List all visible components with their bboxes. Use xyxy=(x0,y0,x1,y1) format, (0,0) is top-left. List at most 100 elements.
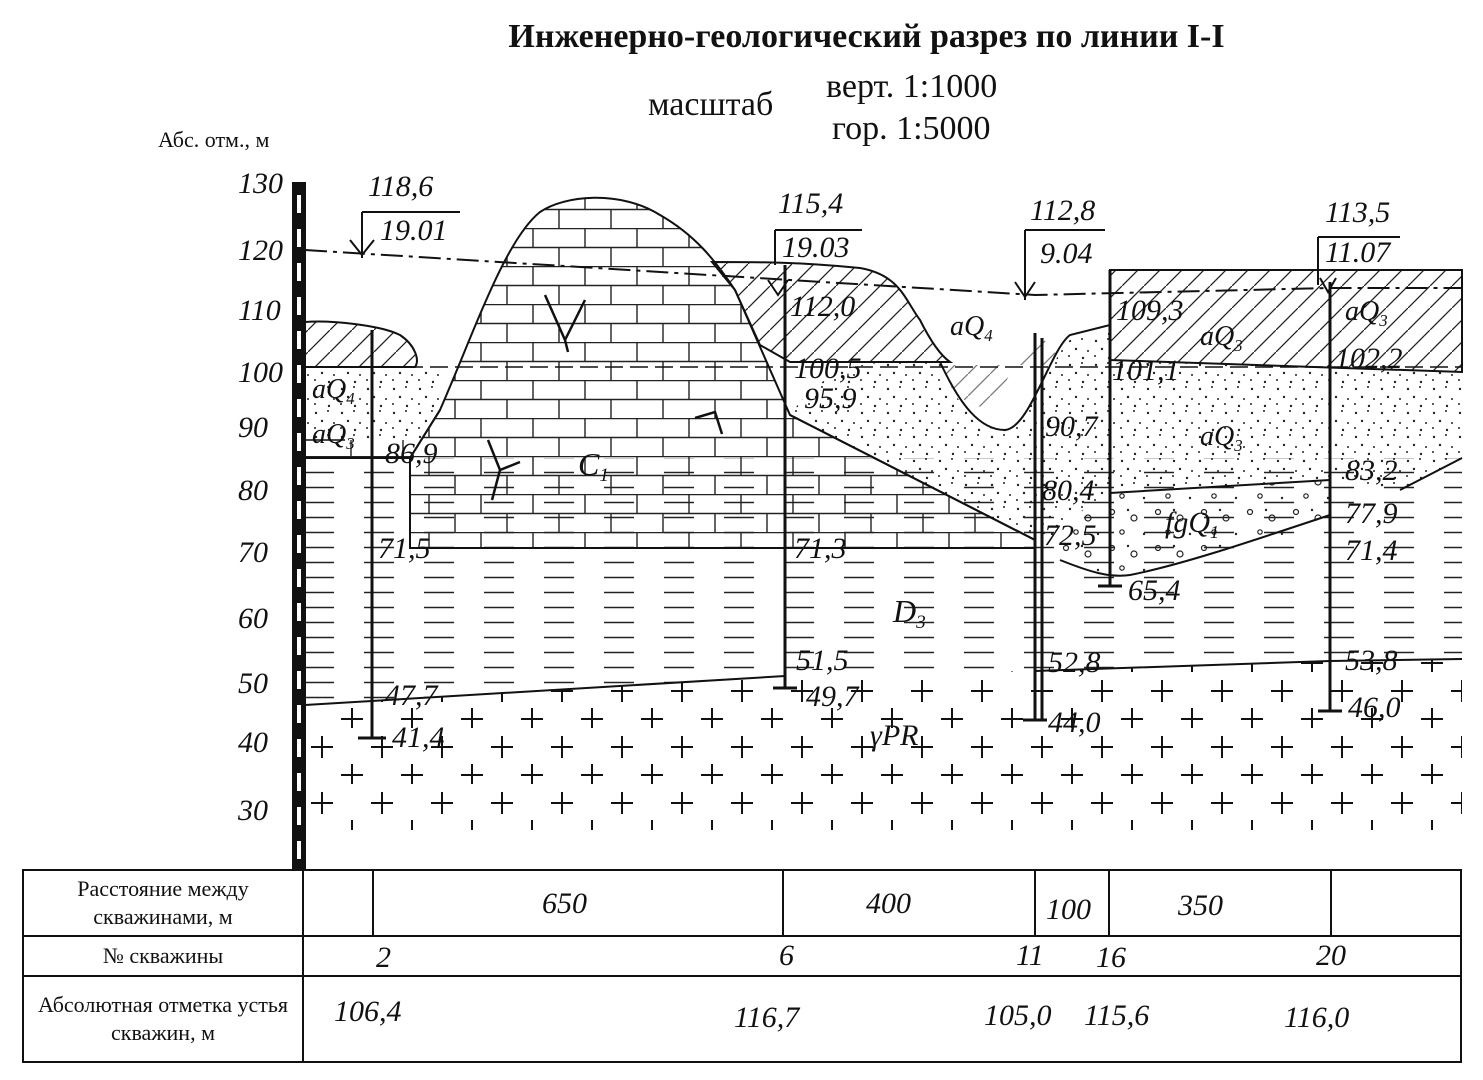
ruler-tick xyxy=(297,671,301,689)
well-elevation: 116,0 xyxy=(1284,1001,1350,1034)
well-number: 11 xyxy=(1016,939,1044,972)
ruler-tick xyxy=(297,331,301,349)
borehole-20-mark: 53,8 xyxy=(1345,644,1398,677)
row-label-distance: Расстояние между скважинами, м xyxy=(22,869,304,937)
layer-label-aq4: aQ4 xyxy=(950,311,993,345)
table-row-elevations: Абсолютная отметка устья скважин, м 106,… xyxy=(22,975,1462,1063)
dist-cell-2: 400 xyxy=(782,869,1036,937)
groundwater-line xyxy=(304,249,1462,297)
borehole-2-mark: 41,4 xyxy=(392,721,445,754)
table-row-distances: Расстояние между скважинами, м 650 400 1… xyxy=(22,869,1462,937)
layer-aq3-sand xyxy=(790,330,1462,540)
ruler-tick xyxy=(297,705,301,723)
elevation-cell: 106,4 116,7 105,0 115,6 116,0 xyxy=(302,975,1462,1063)
well-elevation: 105,0 xyxy=(984,999,1052,1032)
dist-cell-4: 350 xyxy=(1108,869,1332,937)
borehole-2-top: 118,6 xyxy=(368,170,433,203)
ruler-tick xyxy=(297,297,301,315)
scale-label: масштаб xyxy=(648,86,774,123)
ruler-tick xyxy=(297,637,301,655)
ruler-tick xyxy=(297,603,301,621)
borehole-20-mark: 102,2 xyxy=(1335,342,1403,375)
well-number: 6 xyxy=(779,939,794,972)
y-tick-label: 30 xyxy=(237,794,268,827)
y-tick-label: 50 xyxy=(238,667,268,700)
borehole-table: Расстояние между скважинами, м 650 400 1… xyxy=(22,869,1462,1063)
ruler-tick xyxy=(297,841,301,859)
borehole-20-mark: 46,0 xyxy=(1348,691,1401,724)
borehole-2-mark: 86,9 xyxy=(385,437,438,470)
table-row-wells: № скважины 2 6 11 16 20 xyxy=(22,935,1462,977)
ruler-tick xyxy=(297,399,301,417)
y-axis-title: Абс. отм., м xyxy=(158,127,270,152)
y-tick-label: 120 xyxy=(238,234,283,267)
borehole-2-date: 19.01 xyxy=(380,214,448,247)
dist-cell-1: 650 xyxy=(372,869,784,937)
borehole-6-date: 19.03 xyxy=(782,231,850,264)
title-text: Инженерно-геологический разрез по линии … xyxy=(508,18,1225,55)
borehole-2-mark: 71,5 xyxy=(378,532,431,565)
layer-label-aq3: aQ3 xyxy=(1200,321,1243,355)
well-head-markers xyxy=(349,211,1400,300)
y-tick-label: 130 xyxy=(238,167,283,200)
ruler-tick xyxy=(297,535,301,553)
elevation-ruler xyxy=(292,182,306,870)
ruler-tick xyxy=(297,467,301,485)
ruler-tick xyxy=(297,433,301,451)
ruler-tick xyxy=(297,501,301,519)
borehole-20-date: 11.07 xyxy=(1325,236,1392,269)
well-number: 2 xyxy=(376,941,391,974)
borehole-6-mark: 71,3 xyxy=(794,532,847,565)
well-number: 20 xyxy=(1316,939,1346,972)
row-label-well-number: № скважины xyxy=(22,935,304,977)
distance-value: 400 xyxy=(866,887,911,920)
borehole-6-mark: 49,7 xyxy=(806,680,861,713)
borehole-11-mark: 44,0 xyxy=(1048,706,1101,739)
distance-value: 650 xyxy=(542,887,587,920)
well-elevation: 106,4 xyxy=(334,995,402,1028)
borehole-2-mark: 47,7 xyxy=(385,679,440,712)
layer-aq4-left xyxy=(304,320,418,368)
borehole-11-mark: 80,4 xyxy=(1042,474,1095,507)
ruler-tick xyxy=(297,773,301,791)
y-tick-label: 110 xyxy=(238,294,281,327)
borehole-20-top: 113,5 xyxy=(1325,196,1390,229)
well-elevation: 115,6 xyxy=(1084,999,1150,1032)
ruler-tick xyxy=(297,263,301,281)
borehole-16-mark: 109,3 xyxy=(1116,294,1184,327)
layer-label-aq4: aQ4 xyxy=(312,374,355,408)
ruler-tick xyxy=(297,195,301,213)
row-label-elevation: Абсолютная отметка устья скважин, м xyxy=(22,975,304,1063)
borehole-11-top: 112,8 xyxy=(1030,194,1095,227)
well-number: 16 xyxy=(1096,941,1126,974)
ruler-tick xyxy=(297,807,301,825)
borehole-6-top: 115,4 xyxy=(778,187,843,220)
distance-value: 100 xyxy=(1046,893,1091,926)
well-number-cell: 2 6 11 16 20 xyxy=(302,935,1462,977)
layer-label-aq3: aQ3 xyxy=(1345,296,1388,330)
section-title: Инженерно-геологический разрез по линии … xyxy=(0,18,1483,56)
y-tick-label: 90 xyxy=(238,411,268,444)
layer-label-d3: D3 xyxy=(892,593,926,633)
borehole-11-mark: 72,5 xyxy=(1044,519,1097,552)
dist-cell-end xyxy=(1330,869,1462,937)
y-tick-label: 100 xyxy=(238,356,283,389)
layer-label-fgq1: fgQ1 xyxy=(1165,506,1219,542)
y-tick-label: 60 xyxy=(238,602,268,635)
well-elevation: 116,7 xyxy=(734,1001,800,1034)
ruler-tick xyxy=(297,739,301,757)
ruler-tick xyxy=(297,569,301,587)
borehole-6-mark: 100,5 xyxy=(794,352,862,385)
borehole-20-mark: 83,2 xyxy=(1345,454,1398,487)
layer-aq4-valley xyxy=(940,338,1062,407)
borehole-6-mark: 112,0 xyxy=(790,290,855,323)
ruler-tick xyxy=(297,365,301,383)
borehole-11-mark: 52,8 xyxy=(1048,646,1101,679)
borehole-11-mark: 90,7 xyxy=(1045,410,1100,443)
y-tick-label: 70 xyxy=(238,536,268,569)
borehole-16-mark: 65,4 xyxy=(1128,574,1181,607)
layer-label-aq3: aQ3 xyxy=(312,419,355,453)
dist-cell-empty xyxy=(302,869,374,937)
dist-cell-3: 100 xyxy=(1034,869,1110,937)
borehole-20-mark: 77,9 xyxy=(1345,497,1398,530)
